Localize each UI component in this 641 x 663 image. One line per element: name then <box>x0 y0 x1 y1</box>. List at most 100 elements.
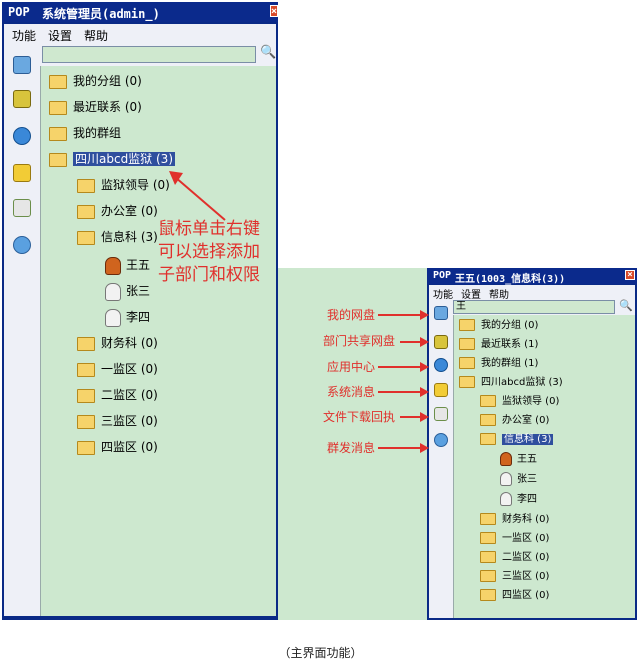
menu-help[interactable]: 帮助 <box>84 29 109 43</box>
tree-node-selected[interactable]: 四川abcd监狱 (3) <box>49 148 175 170</box>
folder-icon <box>480 433 496 445</box>
folder-icon <box>480 570 496 582</box>
folder-icon <box>77 204 95 219</box>
message-icon[interactable] <box>434 383 448 397</box>
folder-icon <box>77 178 95 193</box>
folder-icon <box>480 532 496 544</box>
arrow-dept-disk <box>400 341 422 343</box>
tree-node[interactable]: 我的分组 (0) <box>49 70 142 92</box>
annotation-arrow <box>169 171 226 221</box>
tree-node[interactable]: 财务科 (0) <box>77 332 158 354</box>
group-message-icon[interactable] <box>13 236 31 254</box>
label-dept-disk: 部门共享网盘 <box>323 334 396 348</box>
tree-node[interactable]: 信息科 (3) <box>77 226 158 248</box>
tree-node[interactable]: 四川abcd监狱 (3) <box>459 374 563 392</box>
tree-node[interactable]: 一监区 (0) <box>480 530 549 548</box>
label-my-disk: 我的网盘 <box>327 308 376 322</box>
main-title-app: POP <box>8 5 30 19</box>
folder-icon <box>77 440 95 455</box>
folder-icon <box>480 551 496 563</box>
tree-node[interactable]: 二监区 (0) <box>77 384 158 406</box>
menu-settings[interactable]: 设置 <box>461 290 481 301</box>
contact-item[interactable]: 李四 <box>500 491 537 509</box>
main-left-toolbar <box>4 44 40 616</box>
tree-node[interactable]: 四监区 (0) <box>77 436 158 458</box>
contact-item[interactable]: 张三 <box>105 280 150 302</box>
main-menu-bar: 功能 设置 帮助 <box>4 24 276 44</box>
annotation-text-1: 鼠标单击右键 <box>158 219 260 239</box>
file-receipt-icon[interactable] <box>434 407 448 421</box>
main-close-button[interactable]: × <box>270 5 278 17</box>
arrowhead-group-msg <box>420 443 429 453</box>
contact-item[interactable]: 王五 <box>500 451 537 469</box>
folder-icon <box>77 336 95 351</box>
tree-node[interactable]: 三监区 (0) <box>77 410 158 432</box>
group-message-icon[interactable] <box>434 433 448 447</box>
globe-icon[interactable] <box>434 358 448 372</box>
folder-icon <box>459 338 475 350</box>
tree-node[interactable]: 最近联系 (0) <box>49 96 142 118</box>
file-receipt-icon[interactable] <box>13 199 31 217</box>
offline-user-icon <box>500 492 512 506</box>
online-user-icon <box>105 256 121 275</box>
message-icon[interactable] <box>13 164 31 182</box>
arrow-sys-msg <box>378 391 422 393</box>
annotation-text-2: 可以选择添加 <box>158 242 260 262</box>
tree-node-selected[interactable]: 信息科 (3) <box>480 431 554 449</box>
menu-function[interactable]: 功能 <box>12 29 37 43</box>
search-icon[interactable]: 🔍 <box>619 299 633 312</box>
main-tree-panel: 我的分组 (0) 最近联系 (0) 我的群组 四川abcd监狱 (3) 监狱领导… <box>40 66 276 616</box>
tree-node[interactable]: 办公室 (0) <box>480 412 549 430</box>
user-icon[interactable] <box>434 306 448 320</box>
second-window: POP 王五(1003_信息科(3)) × 功能 设置 帮助 王 🔍 我的分组 … <box>427 268 637 620</box>
tree-node[interactable]: 办公室 (0) <box>77 200 158 222</box>
tree-node[interactable]: 三监区 (0) <box>480 568 549 586</box>
contact-item[interactable]: 张三 <box>500 471 537 489</box>
main-search-input[interactable] <box>42 46 256 63</box>
network-disk-icon[interactable] <box>434 335 448 349</box>
tree-node[interactable]: 我的群组 (1) <box>459 355 538 373</box>
second-tree-panel: 我的分组 (0) 最近联系 (1) 我的群组 (1) 四川abcd监狱 (3) … <box>453 315 635 618</box>
contact-item[interactable]: 李四 <box>105 306 150 328</box>
tree-node[interactable]: 二监区 (0) <box>480 549 549 567</box>
tree-node[interactable]: 一监区 (0) <box>77 358 158 380</box>
folder-icon <box>480 414 496 426</box>
second-search-row: 王 🔍 <box>453 299 635 315</box>
second-search-input[interactable]: 王 <box>453 300 615 314</box>
offline-user-icon <box>500 472 512 486</box>
menu-function[interactable]: 功能 <box>433 290 453 301</box>
globe-icon[interactable] <box>13 127 31 145</box>
second-panel-background <box>278 268 428 620</box>
tree-node[interactable]: 监狱领导 (0) <box>77 174 170 196</box>
tree-node[interactable]: 财务科 (0) <box>480 511 549 529</box>
tree-node[interactable]: 我的群组 <box>49 122 121 144</box>
folder-icon <box>77 230 95 245</box>
offline-user-icon <box>105 282 121 301</box>
folder-icon <box>77 414 95 429</box>
folder-icon <box>459 376 475 388</box>
tree-node[interactable]: 最近联系 (1) <box>459 336 538 354</box>
arrowhead-my-disk <box>420 310 429 320</box>
second-title-app: POP <box>433 270 452 281</box>
label-sys-msg: 系统消息 <box>327 385 376 399</box>
arrow-app-center <box>378 366 422 368</box>
search-icon[interactable]: 🔍 <box>260 45 277 60</box>
folder-icon <box>49 74 67 89</box>
menu-settings[interactable]: 设置 <box>48 29 73 43</box>
tree-node[interactable]: 监狱领导 (0) <box>480 393 559 411</box>
second-left-toolbar <box>429 299 453 618</box>
tree-node[interactable]: 我的分组 (0) <box>459 317 538 335</box>
user-icon[interactable] <box>13 56 31 74</box>
folder-icon <box>77 388 95 403</box>
contact-item[interactable]: 王五 <box>105 254 150 276</box>
folder-icon <box>480 395 496 407</box>
arrowhead-sys-msg <box>420 387 429 397</box>
tree-node[interactable]: 四监区 (0) <box>480 587 549 605</box>
folder-icon <box>49 100 67 115</box>
second-menu-bar: 功能 设置 帮助 <box>429 285 635 301</box>
menu-help[interactable]: 帮助 <box>489 290 509 301</box>
arrowhead-file-receipt <box>420 412 429 422</box>
network-disk-icon[interactable] <box>13 90 31 108</box>
second-close-button[interactable]: × <box>625 270 635 280</box>
second-title-bar: POP 王五(1003_信息科(3)) × <box>427 268 637 285</box>
